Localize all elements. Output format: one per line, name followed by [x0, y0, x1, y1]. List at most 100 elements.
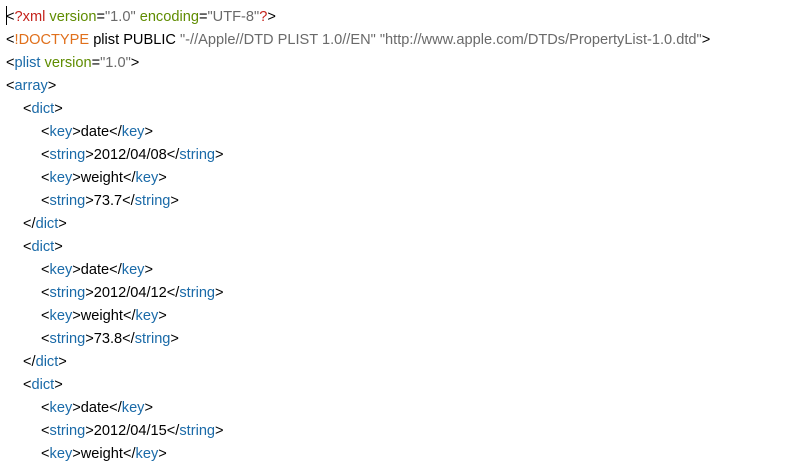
- code-token: >: [58, 354, 67, 370]
- code-token: <: [41, 308, 50, 324]
- code-token: dict: [31, 377, 55, 393]
- code-token: string: [49, 285, 86, 301]
- code-token: >: [158, 170, 167, 186]
- code-token: string: [49, 423, 86, 439]
- code-token: >2012/04/12</: [85, 285, 180, 301]
- code-token: dict: [31, 101, 55, 117]
- code-token: plist PUBLIC: [89, 32, 180, 48]
- code-token: >: [144, 400, 154, 416]
- code-token: <: [6, 32, 15, 48]
- code-token: dict: [35, 354, 59, 370]
- code-token: string: [179, 147, 216, 163]
- code-token: version: [44, 55, 92, 71]
- code-token: >: [54, 377, 63, 393]
- code-token: key: [49, 446, 73, 462]
- code-line-xml-declaration[interactable]: <?xml version="1.0" encoding="UTF-8"?>: [6, 6, 276, 29]
- code-line-key[interactable]: <key>date</key>: [6, 259, 153, 282]
- code-token: version: [49, 9, 97, 25]
- code-token: ?: [259, 9, 268, 25]
- code-token: >: [701, 32, 711, 48]
- code-token: <: [23, 239, 32, 255]
- code-token: <: [41, 147, 50, 163]
- code-token: string: [134, 193, 171, 209]
- code-token: >: [58, 216, 67, 232]
- code-token: >date</: [72, 262, 122, 278]
- code-token: >: [54, 101, 63, 117]
- code-token: key: [135, 446, 159, 462]
- code-line-plist-open[interactable]: <plist version="1.0">: [6, 52, 139, 75]
- code-token: "http://www.apple.com/DTDs/PropertyList-…: [379, 32, 702, 48]
- code-token: >weight</: [72, 446, 136, 462]
- code-token: plist: [14, 55, 41, 71]
- code-token: >: [47, 78, 57, 94]
- code-token: >: [267, 9, 276, 25]
- code-line-key[interactable]: <key>weight</key>: [6, 443, 167, 466]
- code-line-dict-open[interactable]: <dict>: [6, 236, 63, 259]
- code-token: </: [23, 216, 36, 232]
- code-token: <: [41, 331, 50, 347]
- code-token: key: [49, 262, 73, 278]
- code-token: >: [130, 55, 140, 71]
- code-token: string: [49, 331, 86, 347]
- code-token: string: [134, 331, 171, 347]
- code-token: key: [121, 124, 145, 140]
- code-token: >: [144, 262, 154, 278]
- code-token: "1.0": [100, 55, 131, 71]
- code-token: key: [121, 400, 145, 416]
- code-line-dict-close[interactable]: </dict>: [6, 213, 67, 236]
- code-token: =: [198, 9, 208, 25]
- code-token: >: [170, 193, 179, 209]
- code-token: >2012/04/08</: [85, 147, 180, 163]
- code-token: key: [49, 400, 73, 416]
- code-line-array-open[interactable]: <array>: [6, 75, 56, 98]
- code-token: "1.0": [104, 9, 136, 25]
- code-token: >date</: [72, 400, 122, 416]
- code-line-key[interactable]: <key>date</key>: [6, 121, 153, 144]
- code-token: >: [144, 124, 154, 140]
- code-token: key: [135, 170, 159, 186]
- code-line-dict-close[interactable]: </dict>: [6, 351, 67, 374]
- code-token: array: [14, 78, 48, 94]
- code-line-key[interactable]: <key>date</key>: [6, 397, 153, 420]
- code-token: string: [49, 147, 86, 163]
- code-token: <: [6, 55, 15, 71]
- code-line-key[interactable]: <key>weight</key>: [6, 167, 167, 190]
- code-token: "-//Apple//DTD PLIST 1.0//EN": [179, 32, 376, 48]
- code-token: encoding: [139, 9, 199, 25]
- code-token: >73.7</: [85, 193, 135, 209]
- code-token: key: [135, 308, 159, 324]
- code-token: =: [91, 55, 101, 71]
- code-token: <: [41, 446, 50, 462]
- code-token: <: [41, 170, 50, 186]
- code-token: key: [121, 262, 145, 278]
- code-line-dict-open[interactable]: <dict>: [6, 98, 63, 121]
- code-line-dict-open[interactable]: <dict>: [6, 374, 63, 397]
- code-token: >date</: [72, 124, 122, 140]
- code-line-string[interactable]: <string>2012/04/15</string>: [6, 420, 224, 443]
- code-token: <: [41, 285, 50, 301]
- code-token: key: [49, 308, 73, 324]
- code-token: <: [41, 262, 50, 278]
- code-token: string: [179, 423, 216, 439]
- code-token: >2012/04/15</: [85, 423, 180, 439]
- code-token: !DOCTYPE: [14, 32, 90, 48]
- code-token: ?xml: [14, 9, 46, 25]
- code-token: >73.8</: [85, 331, 135, 347]
- code-token: <: [23, 377, 32, 393]
- code-token: <: [41, 400, 50, 416]
- code-token: "UTF-8": [207, 9, 260, 25]
- code-line-string[interactable]: <string>73.7</string>: [6, 190, 179, 213]
- code-line-doctype[interactable]: <!DOCTYPE plist PUBLIC "-//Apple//DTD PL…: [6, 29, 710, 52]
- code-token: >: [170, 331, 179, 347]
- code-token: <: [41, 124, 50, 140]
- code-token: >: [215, 285, 224, 301]
- code-line-string[interactable]: <string>73.8</string>: [6, 328, 179, 351]
- code-line-key[interactable]: <key>weight</key>: [6, 305, 167, 328]
- code-token: dict: [31, 239, 55, 255]
- code-token: >: [54, 239, 63, 255]
- code-line-string[interactable]: <string>2012/04/08</string>: [6, 144, 224, 167]
- code-token: key: [49, 124, 73, 140]
- code-token: string: [49, 193, 86, 209]
- code-line-string[interactable]: <string>2012/04/12</string>: [6, 282, 224, 305]
